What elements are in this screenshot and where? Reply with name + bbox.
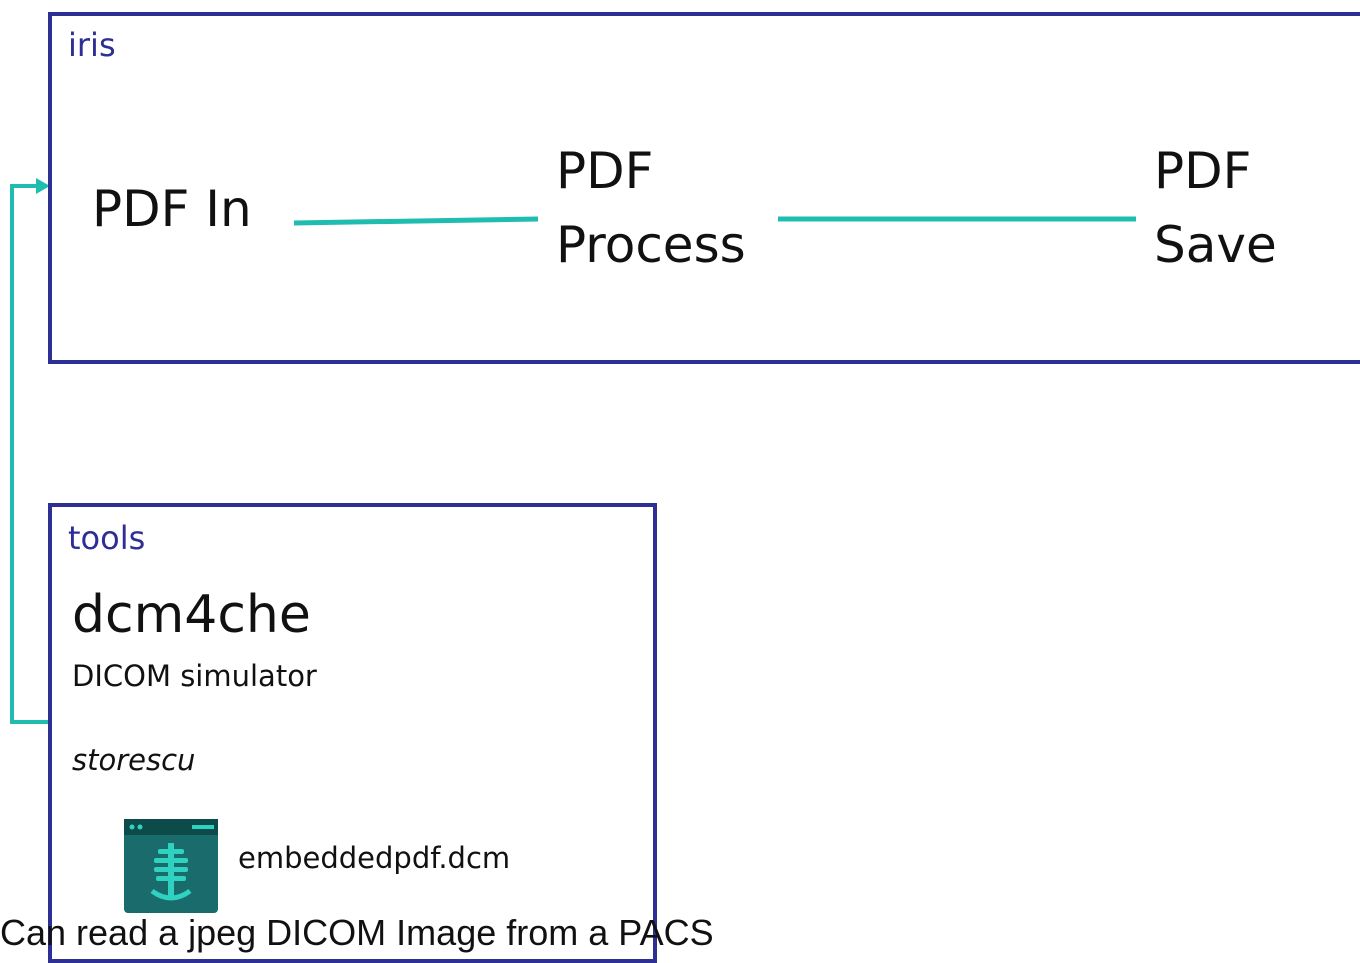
- tool-command: storescu: [72, 743, 196, 777]
- iris-title: iris: [68, 26, 116, 64]
- tools-container: tools dcm4che DICOM simulator storescu e…: [48, 503, 657, 963]
- node-pdf-process-line-2: Process: [556, 216, 746, 274]
- iris-container: iris PDF In PDF Process PDF Save: [48, 12, 1360, 364]
- node-pdf-in: PDF In: [92, 180, 252, 238]
- node-pdf-process-line-1: PDF: [556, 142, 654, 200]
- node-pdf-save-line-1: PDF: [1154, 142, 1252, 200]
- tool-description: DICOM simulator: [72, 659, 317, 693]
- tools-title: tools: [68, 519, 146, 557]
- caption-text: Can read a jpeg DICOM Image from a PACS: [0, 912, 714, 953]
- connector-tools-to-iris: [10, 184, 52, 724]
- node-pdf-process: PDF Process: [556, 134, 746, 282]
- file-name: embeddedpdf.dcm: [238, 841, 511, 875]
- node-pdf-save-line-2: Save: [1154, 216, 1277, 274]
- dicom-xray-icon: [124, 819, 218, 913]
- node-pdf-save: PDF Save: [1154, 134, 1277, 282]
- tool-name: dcm4che: [72, 585, 311, 645]
